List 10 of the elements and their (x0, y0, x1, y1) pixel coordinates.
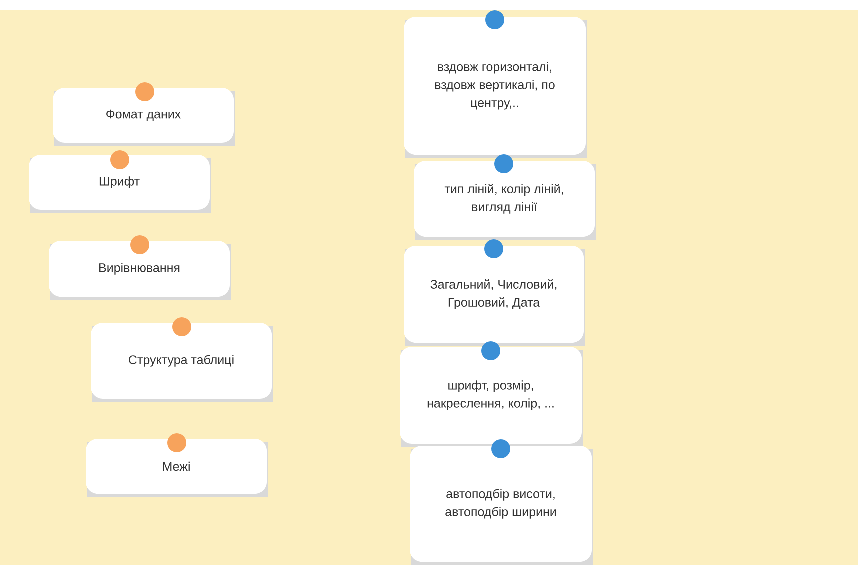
answer-card: тип ліній, колір ліній, вигляд лінії (414, 161, 596, 240)
answer-card: Загальний, Числовий, Грошовий, Дата (404, 246, 585, 346)
answer-card: Фомат даних (53, 88, 235, 146)
answer-card: Шрифт (29, 155, 211, 213)
answer-card: Структура таблиці (91, 323, 273, 402)
answer-card: шрифт, розмір, накреслення, колір, ... (400, 347, 583, 447)
answer-card: Вирівнювання (49, 241, 231, 300)
answer-card: автоподбір висоти, автоподбір ширини (410, 446, 593, 565)
answer-card: Межі (86, 439, 268, 497)
answer-card: вздовж горизонталі, вздовж вертикалі, по центру,.. (404, 17, 587, 158)
